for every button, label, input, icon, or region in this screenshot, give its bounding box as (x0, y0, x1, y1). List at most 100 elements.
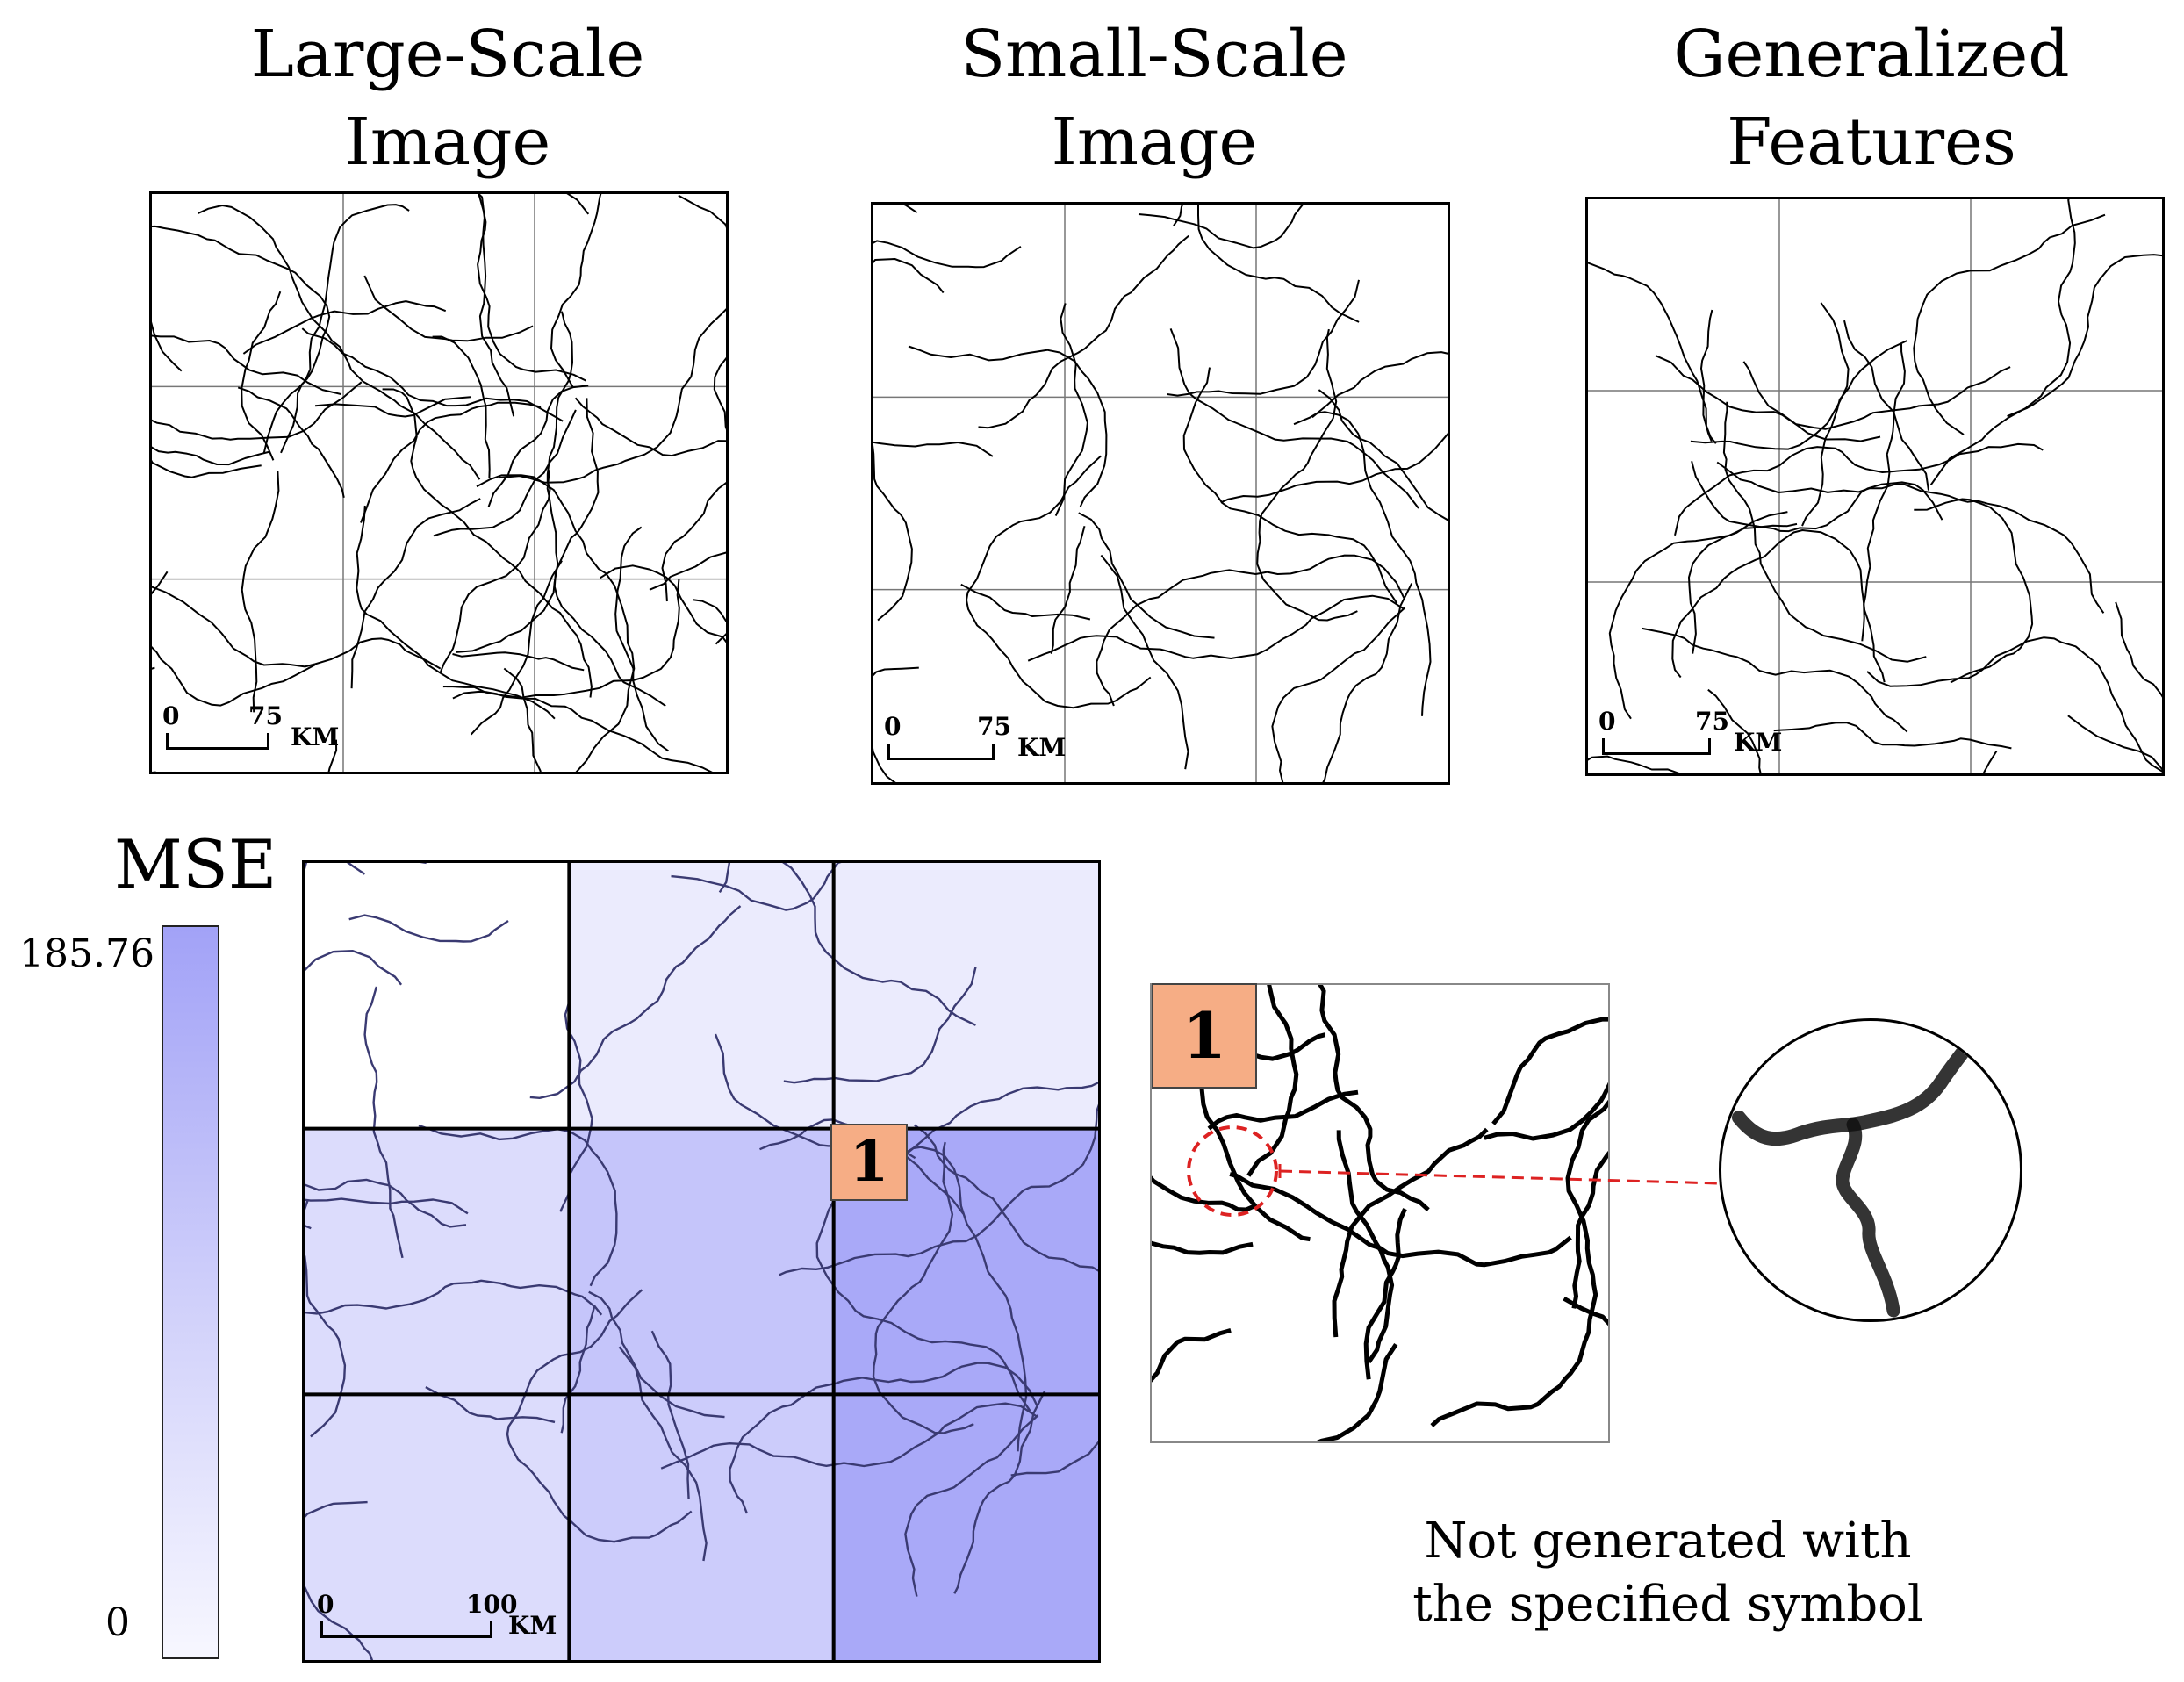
scalebar-line (887, 744, 995, 760)
road-line (1010, 1441, 1098, 1477)
mse-cell (569, 1128, 834, 1395)
scalebar: 0 75 KM (880, 714, 1091, 775)
magnified-view (1719, 1018, 2022, 1322)
generalized-features-map: 0 75 KM (1585, 197, 2165, 776)
road-line (1332, 1127, 1489, 1338)
road-line (1207, 1089, 1359, 1131)
road-line (1588, 688, 1762, 773)
road-line (305, 863, 403, 986)
road-line (1152, 1240, 1254, 1255)
road-line (553, 398, 666, 707)
road-line (1256, 328, 1358, 622)
road-line (301, 327, 564, 422)
scalebar-line (320, 1621, 492, 1638)
scalebar-start: 0 (162, 701, 180, 730)
detail-caption: Not generated with the specified symbol (1352, 1510, 1984, 1636)
road-line (815, 1175, 1031, 1412)
road-line (1173, 205, 1184, 226)
road-line (348, 914, 509, 943)
road-network (152, 194, 726, 772)
scalebar: 0 75 KM (1595, 708, 1806, 770)
road-line (873, 258, 945, 294)
mse-cell (305, 1394, 570, 1660)
road-line (1674, 442, 2044, 536)
road-line (649, 551, 726, 591)
road-line (1311, 351, 1448, 419)
road-line (1843, 320, 1929, 491)
road-line (873, 240, 1022, 269)
road-line (729, 1362, 1038, 1514)
road-line (418, 1124, 618, 1287)
scalebar-end: 75 (977, 712, 1011, 741)
caption-line: Not generated with (1424, 1513, 1912, 1570)
road-line (152, 645, 316, 707)
detail-badge: 1 (1152, 983, 1257, 1089)
road-line (904, 1414, 1039, 1597)
scalebar-start: 0 (1598, 707, 1616, 736)
road-line (1913, 213, 2106, 435)
title-line: Large-Scale (250, 17, 645, 92)
scalebar-unit: KM (291, 722, 340, 751)
road-line (1050, 526, 1086, 655)
road-line (305, 1500, 374, 1660)
scalebar-unit: KM (1734, 728, 1783, 757)
legend-max: 185.76 (19, 931, 154, 976)
road-line (872, 1141, 974, 1434)
road-line (360, 401, 542, 523)
road-line (902, 205, 979, 214)
road-line (262, 204, 410, 454)
road-line (978, 234, 1189, 429)
road-line (1742, 361, 2011, 430)
mse-color-ramp (162, 925, 219, 1659)
road-line (152, 459, 262, 478)
mse-grid (305, 863, 1098, 1660)
road-line (1491, 1017, 1608, 1125)
road-line (305, 1252, 347, 1438)
road-line (560, 1305, 596, 1434)
road-line (1169, 328, 1419, 509)
title-small-scale: Small-Scale Image (856, 11, 1453, 186)
road-line (873, 666, 919, 782)
region-badge: 1 (830, 1124, 908, 1201)
road-line (1690, 302, 1850, 450)
road-line (1229, 1172, 1572, 1268)
road-line (1220, 433, 1448, 504)
road-network (873, 205, 1448, 782)
road-line (1982, 750, 1998, 773)
road-line (661, 482, 726, 602)
legend-min: 0 (105, 1600, 130, 1645)
road-line (2007, 254, 2162, 418)
road-line (873, 444, 913, 622)
road-line (907, 1081, 1098, 1154)
road-line (425, 1386, 556, 1424)
scalebar-line (1602, 738, 1711, 755)
road-line (197, 205, 481, 480)
road-line (914, 1124, 1098, 1272)
road-line (356, 505, 556, 720)
road-line (242, 300, 447, 355)
mse-cell (305, 1128, 570, 1395)
road-line (1027, 594, 1405, 662)
road-network (305, 863, 1098, 1660)
scalebar-end: 100 (466, 1590, 518, 1619)
road-line (1716, 461, 2105, 614)
road-line (779, 1103, 1098, 1276)
road-line (783, 967, 977, 1084)
scalebar-end: 75 (248, 701, 283, 730)
legend-title: MSE (114, 825, 277, 903)
road-line (363, 275, 534, 342)
road-line (908, 345, 1108, 507)
road-line (1246, 985, 1299, 1177)
road-line (433, 409, 577, 537)
road-line (671, 863, 842, 911)
road-line (152, 666, 155, 670)
road-line (1484, 1082, 1608, 1141)
road-line (452, 690, 713, 772)
road-line (1293, 411, 1432, 716)
road-line (241, 471, 280, 713)
title-large-scale: Large-Scale Image (149, 11, 746, 186)
road-line (1866, 636, 2162, 773)
road-line (241, 291, 282, 461)
road-line (1078, 512, 1215, 639)
road-line (2067, 715, 2162, 771)
